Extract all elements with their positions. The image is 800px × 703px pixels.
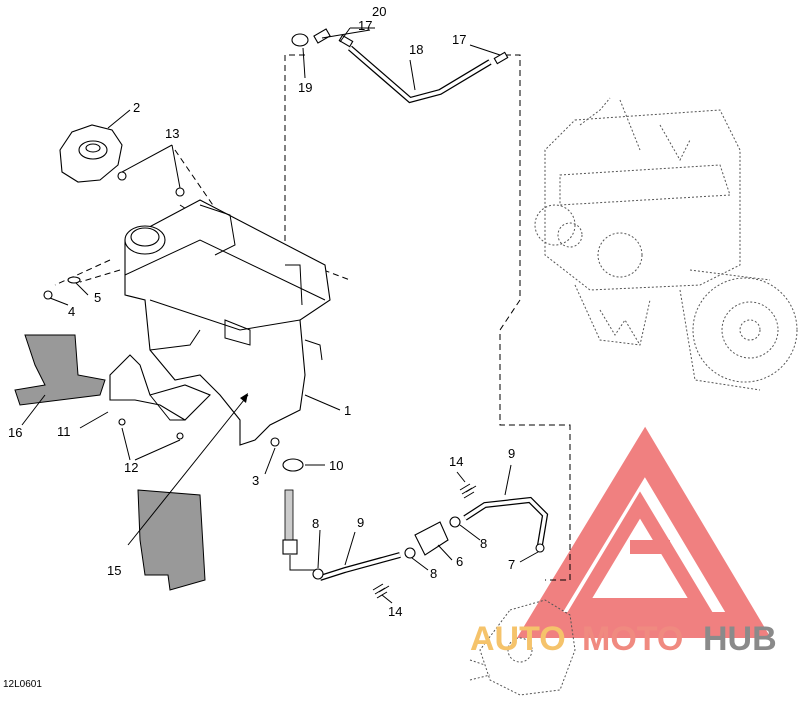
callout-14b: 14	[388, 604, 402, 619]
callout-9a: 9	[357, 515, 364, 530]
callout-4: 4	[68, 304, 75, 319]
callout-12: 12	[124, 460, 138, 475]
insulation-pads	[14, 334, 206, 591]
watermark-text: AUTO MOTO HUB	[470, 620, 777, 658]
watermark-logo	[516, 426, 771, 638]
callout-19: 19	[298, 80, 312, 95]
callout-17a: 17	[358, 18, 372, 33]
callout-17b: 17	[452, 32, 466, 47]
callout-10: 10	[329, 458, 343, 473]
watermark-hub: HUB	[703, 620, 777, 658]
callout-14a: 14	[449, 454, 463, 469]
callout-20: 20	[372, 4, 386, 19]
hoses	[43, 28, 549, 599]
leader-lines	[21, 27, 539, 604]
watermark-auto: AUTO	[470, 620, 566, 658]
callout-18: 18	[409, 42, 423, 57]
oil-tank	[124, 199, 331, 446]
callouts: 1 2 3 4 5 6 7 8 8 8 9 9 10 11 12 13 14 1…	[8, 4, 515, 619]
callout-16: 16	[8, 425, 22, 440]
callout-9b: 9	[508, 446, 515, 461]
callout-5: 5	[94, 290, 101, 305]
bracket	[109, 354, 211, 421]
callout-6: 6	[456, 554, 463, 569]
callout-3: 3	[252, 473, 259, 488]
callout-2: 2	[133, 100, 140, 115]
engine-outline	[534, 97, 798, 391]
callout-8a: 8	[312, 516, 319, 531]
callout-13: 13	[165, 126, 179, 141]
callout-8c: 8	[480, 536, 487, 551]
callout-7: 7	[508, 557, 515, 572]
callout-15: 15	[107, 563, 121, 578]
callout-8b: 8	[430, 566, 437, 581]
diagram-code: 12L0601	[3, 679, 42, 690]
watermark-moto: MOTO	[582, 620, 683, 658]
callout-1: 1	[344, 403, 351, 418]
oil-pump-outline	[469, 599, 576, 696]
oil-cap	[59, 124, 123, 183]
callout-11: 11	[57, 424, 71, 439]
